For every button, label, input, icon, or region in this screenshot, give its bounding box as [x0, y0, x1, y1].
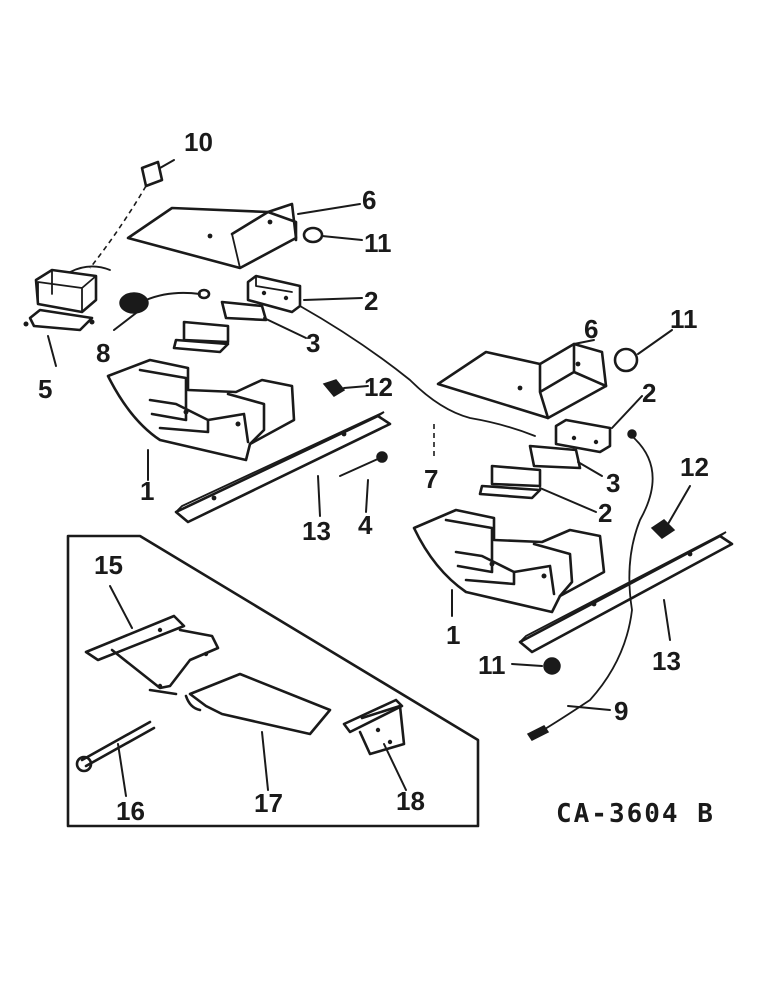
part-5-regulator [23, 265, 111, 332]
part-1-bracket-left [106, 358, 296, 462]
part-9-wire [526, 429, 654, 741]
part-2-bracket-right-upper [554, 418, 612, 454]
leader-lines-right [451, 329, 691, 711]
callout-11-top: 11 [364, 228, 392, 258]
callout-4: 4 [358, 510, 373, 540]
callout-8: 8 [96, 338, 110, 368]
callout-6-left: 6 [362, 185, 376, 215]
part-13-angle-left [174, 411, 392, 524]
part-10-clip [89, 160, 164, 269]
callout-2-left: 2 [364, 286, 378, 316]
callout-13-left: 13 [302, 516, 331, 546]
part-12-clip-right [650, 519, 676, 539]
part-18-angle [342, 698, 406, 756]
part-11-nut-right [613, 347, 639, 373]
part-6-cover-left [126, 202, 298, 270]
callout-11-right: 11 [670, 304, 698, 334]
part-17-plate [184, 672, 332, 736]
leader-lines-inset [109, 585, 407, 797]
part-3-bracket-left [172, 300, 268, 354]
part-15-bracket [84, 614, 220, 696]
part-13-angle-right [518, 531, 734, 654]
callout-10: 10 [184, 127, 213, 157]
callout-2-right-upper: 2 [642, 378, 656, 408]
callout-5: 5 [38, 374, 52, 404]
callout-9: 9 [614, 696, 628, 726]
callout-12-left: 12 [364, 372, 393, 402]
callout-3-right: 3 [606, 468, 620, 498]
callout-13-right: 13 [652, 646, 681, 676]
callout-11-bottom: 11 [478, 650, 506, 680]
kit-inset-frame [66, 534, 480, 828]
part-4-bolt [339, 451, 388, 477]
part-11-nut-bottom [543, 657, 561, 675]
part-16-rod [75, 720, 156, 773]
callout-1-left: 1 [140, 476, 154, 506]
callout-6-right: 6 [584, 314, 598, 344]
part-1-bracket-right [412, 508, 606, 614]
callout-7: 7 [424, 464, 438, 494]
part-7-wire [299, 305, 536, 437]
part-8-wire [119, 288, 211, 314]
part-6-cover-right [436, 342, 608, 420]
drawing-code: CA-3604 B [556, 799, 715, 829]
part-3-bracket-right [478, 444, 582, 500]
leader-lines-left [47, 159, 435, 517]
callout-1-right: 1 [446, 620, 460, 650]
callout-15: 15 [94, 550, 123, 580]
callout-18: 18 [396, 786, 425, 816]
callout-12-right: 12 [680, 452, 709, 482]
callout-2-right-lower: 2 [598, 498, 612, 528]
part-12-clip-left [322, 379, 346, 397]
part-11-nut-top [302, 226, 324, 244]
callout-3-left: 3 [306, 328, 320, 358]
callout-17: 17 [254, 788, 283, 818]
callout-16: 16 [116, 796, 145, 826]
